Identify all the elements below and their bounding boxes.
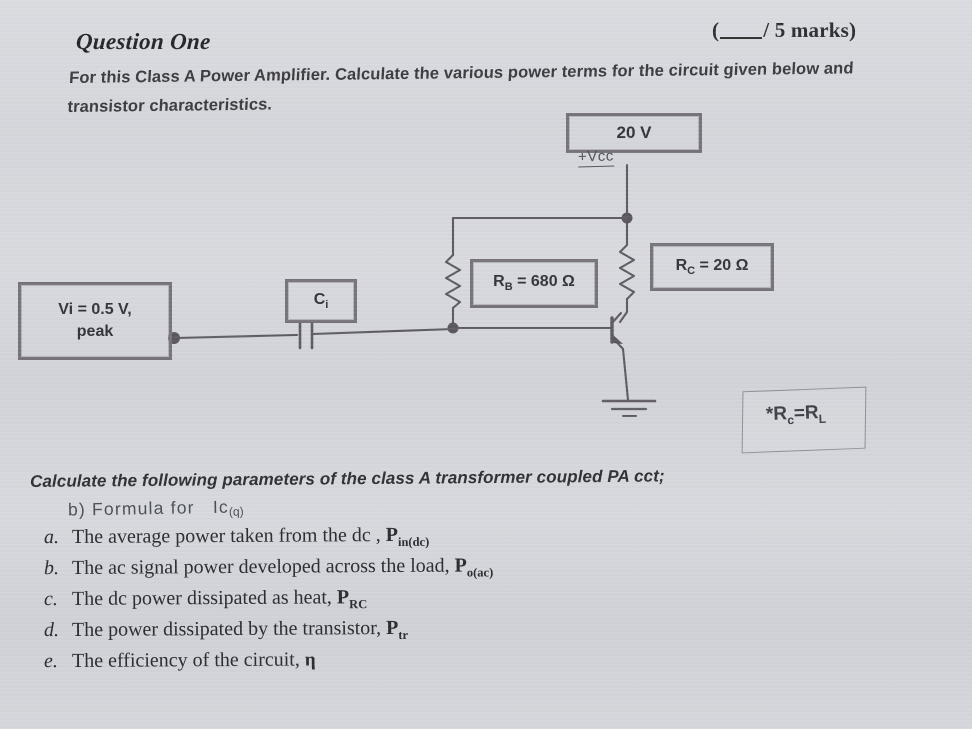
rc-equals-rl-text: *Rc=RL: [765, 402, 827, 428]
question-item-marker: a.: [43, 526, 60, 549]
base-resistor-box: RB = 680 Ω: [470, 259, 598, 308]
question-item-symbol-sub: in(dc): [397, 534, 430, 549]
marks-open-paren: (: [712, 18, 720, 42]
input-capacitor-box: Ci: [285, 279, 357, 323]
question-item-symbol: P: [336, 586, 350, 609]
question-item-symbol: P: [386, 616, 399, 640]
question-item-text: The dc power dissipated as heat, PRC: [71, 586, 368, 612]
supply-voltage-box: 20 V: [566, 113, 702, 153]
rb-label-sub: B: [504, 281, 513, 294]
question-item: a. The average power taken from the dc , …: [44, 522, 744, 557]
question-item-text: The efficiency of the circuit, η: [71, 648, 316, 672]
rb-label: RB = 680 Ω: [493, 273, 575, 294]
question-item-text: The ac signal power developed across the…: [71, 554, 494, 580]
question-item: b. The ac signal power developed across t…: [44, 553, 744, 588]
resistor-rc-symbol: [618, 243, 636, 301]
marks-allocation: ( / 5 marks): [712, 18, 856, 43]
hand-note-symbol: Ic: [212, 496, 230, 518]
hand-note-symbol-sub: (q): [228, 504, 244, 519]
rc-label: RC = 20 Ω: [675, 256, 749, 278]
collector-resistor-box: RC = 20 Ω: [650, 243, 774, 291]
question-item: d. The power dissipated by the transistor…: [44, 615, 744, 650]
transistor-emitter-arrow: [612, 334, 623, 344]
question-item-marker: e.: [43, 650, 58, 673]
input-source-box: Vi = 0.5 V, peak: [18, 282, 172, 360]
question-item: c. The dc power dissipated as heat, PRC: [44, 584, 744, 619]
question-item-symbol-sub: o(ac): [466, 565, 494, 580]
hand-note-text: Formula for: [91, 497, 195, 520]
rc-label-sub: C: [687, 265, 696, 278]
marks-label: / 5 marks): [763, 18, 857, 42]
marks-blank-line: [720, 23, 763, 39]
rc-equals-rl-note: *Rc=RL: [741, 386, 867, 454]
question-item-symbol: P: [454, 554, 467, 577]
question-item: e. The efficiency of the circuit, η: [44, 646, 744, 681]
hand-note-marker: b): [67, 499, 87, 520]
wire-emitter-to-ground: [621, 347, 630, 402]
question-item-marker: d.: [43, 619, 60, 642]
question-item-symbol-sub: tr: [398, 627, 409, 642]
question-item-symbol: P: [385, 523, 399, 547]
supply-voltage-label: 20 V: [616, 123, 652, 142]
input-source-line2: peak: [76, 323, 114, 340]
capacitor-label: Ci: [313, 290, 329, 312]
resistor-rb-symbol: [444, 253, 462, 310]
question-item-symbol-sub: RC: [349, 597, 368, 612]
handwritten-formula-note: b) Formula for Ic(q): [68, 496, 244, 521]
capacitor-label-sub: i: [325, 299, 329, 312]
question-item-text: The power dissipated by the transistor, …: [71, 616, 409, 642]
question-list: a. The average power taken from the dc , …: [44, 524, 744, 679]
wire-cap-to-base: [310, 327, 455, 336]
question-item-marker: b.: [43, 557, 60, 580]
wire-source-to-cap: [172, 333, 299, 340]
input-source-line1: Vi = 0.5 V,: [58, 301, 132, 318]
transistor-collector-slant: [610, 311, 623, 325]
wire-collector: [618, 310, 629, 324]
vcc-handwritten-label: +Vcc: [577, 147, 615, 168]
question-item-marker: c.: [43, 588, 58, 611]
question-item-symbol: η: [304, 649, 316, 671]
question-item-text: The average power taken from the dc , Pi…: [71, 523, 430, 549]
